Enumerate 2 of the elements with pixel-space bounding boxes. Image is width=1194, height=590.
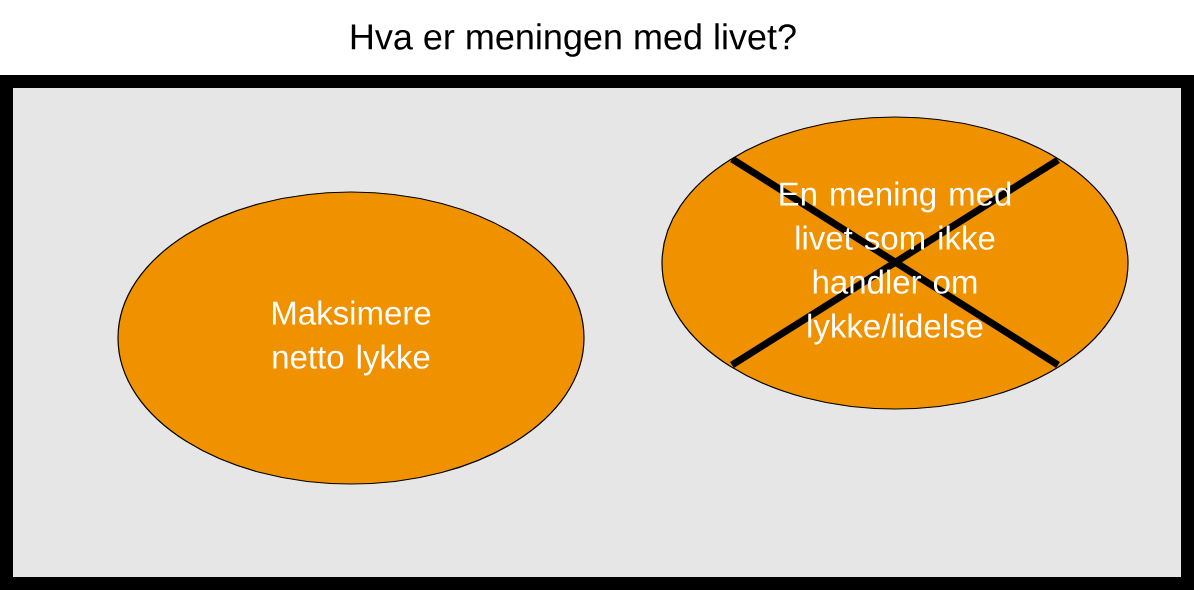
title: Hva er meningen med livet? [351,23,796,57]
oval-bubble: Maksimere netto lykke [117,191,585,485]
